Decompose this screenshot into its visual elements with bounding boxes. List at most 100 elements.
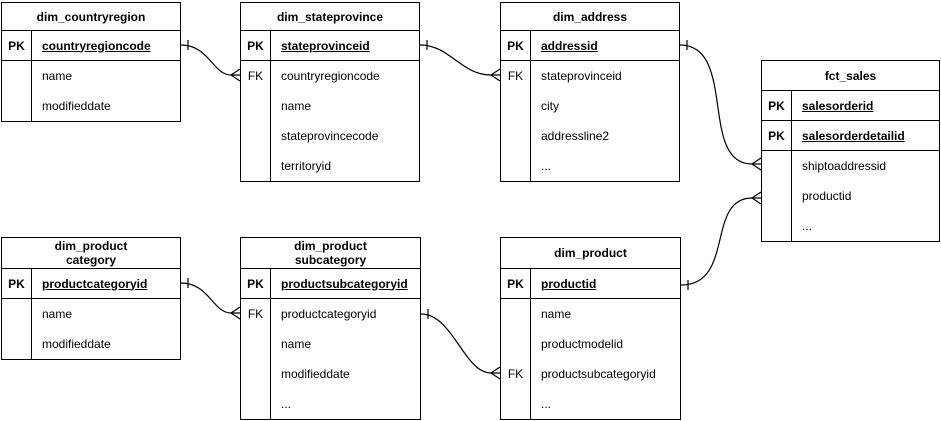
cardinality-many-crowfoot [230,306,241,320]
field-name: addressline2 [541,129,610,143]
pk-badge: PK [241,269,271,298]
table-row[interactable]: name [241,91,419,121]
table-row[interactable]: productid [762,181,939,211]
table-row[interactable]: name [2,299,180,329]
field-name: territoryid [281,159,332,173]
table-row[interactable]: ... [501,389,680,419]
field-name: name [42,69,73,83]
cardinality-many-crowfoot [490,366,501,380]
relationship-edge-product-sales[interactable] [680,191,762,290]
table-row[interactable]: name [501,299,680,329]
edge-line[interactable] [420,313,500,374]
field-name: productid [802,189,852,203]
table-row[interactable]: stateprovincecode [241,121,419,151]
field-name: addressid [541,38,598,53]
cardinality-many-crowfoot [230,68,241,82]
table-title: dim_address [501,3,679,31]
table-title: dim_countryregion [2,3,180,31]
field-name: name [281,337,312,351]
pk-badge: PK [762,121,792,150]
empty-badge [241,151,271,181]
field-name: city [541,99,559,113]
relationship-edge-countryregion-stateprovince[interactable] [180,40,241,82]
empty-badge [2,329,32,359]
empty-badge [762,211,792,241]
table-row[interactable]: productmodelid [501,329,680,359]
empty-badge [501,121,531,151]
field-name: ... [281,397,292,411]
table-row[interactable]: modifieddate [241,359,420,389]
relationship-edge-stateprovince-address[interactable] [419,40,501,82]
relationship-edge-subcategory-product[interactable] [420,309,501,380]
edge-line[interactable] [679,44,761,165]
pk-badge: PK [501,269,531,298]
pk-badge: PK [2,31,32,60]
pk-badge: PK [762,91,792,120]
field-name: stateprovincecode [281,129,379,143]
empty-badge [2,299,32,329]
cardinality-many-crowfoot [751,191,762,205]
field-name: shiptoaddressid [802,159,887,173]
table-row[interactable]: FK countryregioncode [241,61,419,91]
empty-badge [762,181,792,211]
fk-badge: FK [501,359,531,389]
edge-line[interactable] [180,44,240,76]
empty-badge [762,151,792,181]
table-row[interactable]: name [241,329,420,359]
field-name: modifieddate [281,367,350,381]
table-row[interactable]: FK productsubcategoryid [501,359,680,389]
field-name: name [42,307,73,321]
edge-line[interactable] [419,44,500,76]
table-row[interactable]: ... [241,389,420,419]
table-row[interactable]: shiptoaddressid [762,151,939,181]
table-row[interactable]: ... [501,151,679,181]
table-row[interactable]: addressline2 [501,121,679,151]
table-row[interactable]: ... [762,211,939,241]
cardinality-many-crowfoot [751,157,762,171]
cardinality-many-crowfoot [490,68,501,82]
empty-badge [501,151,531,181]
table-title-line: dim_product [554,246,627,260]
table-row[interactable]: modifieddate [2,91,180,121]
table-row[interactable]: territoryid [241,151,419,181]
edge-line[interactable] [180,282,240,314]
edge-line[interactable] [680,197,761,286]
table-title-line: dim_product [294,239,367,253]
table-row[interactable]: name [2,61,180,91]
field-name: productcategoryid [281,307,377,321]
relationship-edge-category-subcategory[interactable] [180,278,241,320]
table-row[interactable]: modifieddate [2,329,180,359]
field-name: countryregioncode [281,69,380,83]
empty-badge [501,389,531,419]
table-title: fct_sales [762,61,939,91]
table-title: dim_stateprovince [241,3,419,31]
field-name: stateprovinceid [281,38,370,53]
table-row[interactable]: city [501,91,679,121]
field-name: productsubcategoryid [541,367,656,381]
field-name: modifieddate [42,99,111,113]
relationship-edge-address-sales[interactable] [679,40,762,171]
fk-badge: FK [241,61,271,91]
table-title-line: category [65,253,117,267]
pk-badge: PK [2,269,32,298]
field-name: name [281,99,312,113]
